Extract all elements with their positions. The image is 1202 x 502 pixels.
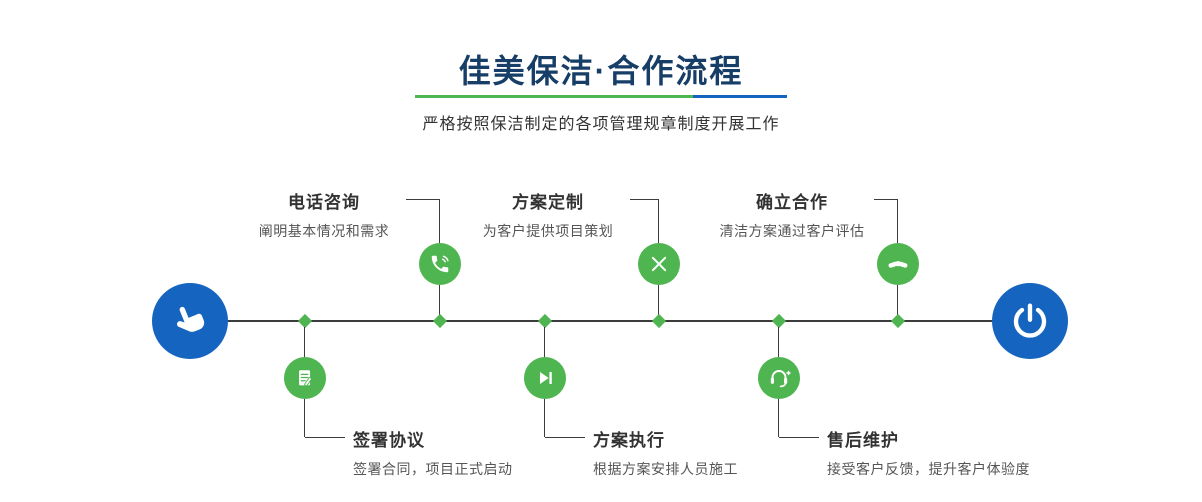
- timeline-marker: [432, 313, 448, 329]
- connector: [897, 199, 898, 243]
- timeline-marker: [771, 313, 787, 329]
- step-plan-execute: 方案执行 根据方案安排人员施工: [593, 426, 738, 479]
- step-node-design: [638, 243, 680, 285]
- connector: [874, 199, 897, 200]
- timeline-start-node: [152, 283, 228, 359]
- connector: [545, 437, 585, 438]
- power-icon: [1013, 303, 1047, 338]
- step-sign-agreement: 签署协议 签署合同，项目正式启动: [353, 426, 513, 479]
- step-after-sale: 售后维护 接受客户反馈，提升客户体验度: [827, 426, 1030, 479]
- connector: [779, 437, 819, 438]
- timeline-marker: [297, 313, 313, 329]
- connector: [439, 199, 440, 243]
- step-desc: 阐明基本情况和需求: [258, 223, 390, 239]
- divider-blue-segment: [693, 95, 787, 98]
- timeline-marker: [537, 313, 553, 329]
- step-phone-consult: 电话咨询 阐明基本情况和需求: [244, 188, 404, 241]
- step-node-execute: [524, 357, 566, 399]
- step-node-phone: [419, 243, 461, 285]
- step-desc: 为客户提供项目策划: [482, 223, 614, 239]
- connector: [305, 437, 345, 438]
- step-desc: 根据方案安排人员施工: [593, 461, 738, 477]
- step-plan-custom: 方案定制 为客户提供项目策划: [468, 188, 628, 241]
- phone-icon: [431, 255, 449, 273]
- step-title: 方案定制: [512, 193, 584, 212]
- play-icon: [539, 372, 552, 384]
- connector: [304, 399, 305, 437]
- timeline-line: [190, 320, 1030, 322]
- connector: [897, 285, 898, 316]
- connector: [406, 199, 439, 200]
- headset-icon: [770, 370, 791, 388]
- page-title: 佳美保洁·合作流程: [458, 53, 744, 89]
- connector: [544, 327, 545, 357]
- connector: [658, 199, 659, 243]
- design-tools-icon: [651, 256, 667, 272]
- contract-icon: [299, 370, 312, 387]
- connector: [439, 285, 440, 316]
- step-title: 签署协议: [353, 431, 425, 450]
- step-node-contract: [284, 357, 326, 399]
- connector: [630, 199, 658, 200]
- title-divider: [415, 95, 787, 98]
- step-desc: 清洁方案通过客户评估: [719, 223, 865, 239]
- connector: [544, 399, 545, 437]
- step-node-handshake: [877, 243, 919, 285]
- step-title: 方案执行: [593, 431, 665, 450]
- timeline-marker: [651, 313, 667, 329]
- connector: [658, 285, 659, 316]
- timeline-marker: [890, 313, 906, 329]
- step-desc: 接受客户反馈，提升客户体验度: [827, 461, 1030, 477]
- divider-green-segment: [415, 95, 693, 98]
- step-title: 确立合作: [756, 193, 828, 212]
- page-subtitle: 严格按照保洁制定的各项管理规章制度开展工作: [422, 116, 780, 133]
- step-title: 电话咨询: [288, 193, 360, 212]
- pointing-hand-icon: [177, 306, 205, 332]
- step-title: 售后维护: [827, 431, 899, 450]
- connector: [304, 327, 305, 357]
- step-desc: 签署合同，项目正式启动: [353, 461, 513, 477]
- step-establish-coop: 确立合作 清洁方案通过客户评估: [712, 188, 872, 241]
- handshake-icon: [888, 261, 908, 268]
- connector: [778, 399, 779, 437]
- timeline-end-node: [992, 283, 1068, 359]
- connector: [778, 327, 779, 357]
- step-node-aftersale: [758, 357, 800, 399]
